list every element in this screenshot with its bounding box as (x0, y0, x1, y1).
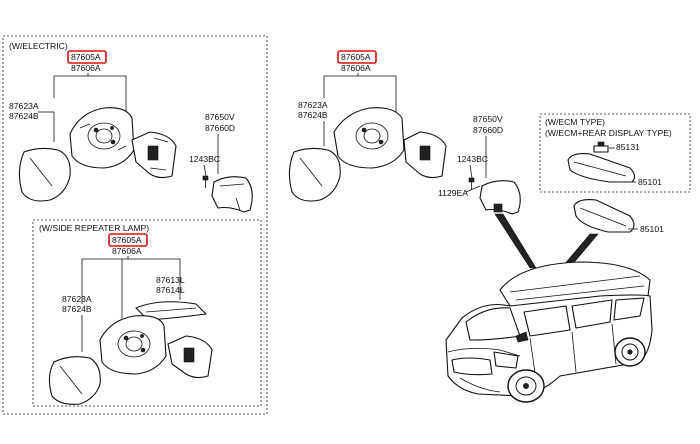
label-85131[interactable]: 85131 (616, 142, 640, 152)
mirror-base-manual[interactable] (403, 131, 447, 179)
vehicle-grille (451, 357, 493, 376)
highlight-87605a-manual (337, 50, 377, 64)
screw-1243bc-electric[interactable] (202, 175, 209, 188)
vehicle-side-mirror (515, 331, 529, 343)
label-1129ea-manual[interactable]: 1129EA (438, 188, 468, 198)
label-87614l-repeater[interactable]: 87614L (156, 285, 185, 295)
label-87613l-repeater[interactable]: 87613L (156, 275, 185, 285)
label-87623a-electric[interactable]: 87623A (9, 101, 39, 111)
label-85101-inside[interactable]: 85101 (640, 224, 664, 234)
glass-shine-repeater (59, 365, 83, 395)
glass-shine-manual (299, 157, 323, 187)
repeater-panel-header: (W/SIDE REPEATER LAMP) (39, 223, 149, 233)
repeater-lamp-detail (145, 307, 197, 313)
ecm-panel-border (539, 113, 691, 193)
vehicle-illustration (445, 261, 653, 403)
label-87606a-electric[interactable]: 87606A (71, 63, 101, 73)
vehicle-bumper (459, 377, 501, 393)
label-87605a-electric[interactable]: 87605A (71, 52, 101, 62)
mirror-housing-manual[interactable] (333, 107, 405, 169)
label-85101-ecm[interactable]: 85101 (638, 177, 662, 187)
vehicle-window-quarter (613, 297, 645, 321)
leader-87605a-electric (53, 75, 127, 118)
inside-mirror-group: 85101 (573, 199, 664, 234)
leader-1243bc-manual (469, 164, 473, 179)
ecm-rear-view-mirror[interactable] (567, 153, 636, 183)
cover-87650v-electric[interactable] (211, 176, 253, 213)
pointer-outside-mirror (494, 213, 537, 269)
leader-87605a-repeater (81, 258, 181, 304)
label-87605a-manual[interactable]: 87605A (341, 52, 371, 62)
leader-87605a-manual (323, 75, 397, 118)
ecm-header-1: (W/ECM TYPE) (545, 117, 605, 127)
mirror-glass-electric[interactable] (18, 147, 71, 202)
label-1243bc-electric[interactable]: 1243BC (189, 154, 220, 164)
repeater-panel-border (32, 219, 262, 407)
repeater-panel: (W/SIDE REPEATER LAMP) 87605A 87606A 876… (32, 219, 262, 407)
vehicle-window-rear (571, 299, 613, 329)
roof-rails (509, 275, 645, 301)
vehicle-hood-line (447, 348, 521, 357)
label-87606a-manual[interactable]: 87606A (341, 63, 371, 73)
glass-shine-electric (29, 157, 53, 187)
label-87606a-repeater[interactable]: 87606A (112, 246, 142, 256)
leader-1129ea-manual (465, 185, 481, 193)
mirror-base-repeater[interactable] (167, 335, 213, 379)
ecm-panel: (W/ECM TYPE) (W/ECM+REAR DISPLAY TYPE) 8… (539, 113, 691, 193)
highlight-87605a-repeater (108, 233, 148, 247)
highlight-87605a-electric (67, 50, 107, 64)
repeater-lamp[interactable] (135, 301, 207, 321)
label-87650v-manual[interactable]: 87650V (473, 114, 503, 124)
mirror-housing-electric[interactable] (69, 107, 135, 169)
vehicle-headlamp (493, 351, 519, 369)
vehicle-rear-wheel (614, 337, 646, 367)
label-87605a-repeater[interactable]: 87605A (112, 235, 142, 245)
vehicle-front-wheel (507, 369, 545, 403)
leader-1243bc-electric (203, 164, 207, 177)
manual-mirror-group: 87605A 87606A 87623A 87624B 87650V 87660… (288, 50, 521, 215)
label-87650v-electric[interactable]: 87650V (205, 112, 235, 122)
electric-panel: (W/ELECTRIC) 87605A 87606A 87623A 87624B (2, 35, 268, 415)
mirror-housing-repeater[interactable] (99, 315, 167, 375)
electric-panel-border (2, 35, 268, 415)
vehicle-window-front (523, 305, 571, 337)
mirror-glass-repeater[interactable] (48, 356, 101, 405)
label-87624b-repeater[interactable]: 87624B (62, 304, 92, 314)
screw-1243bc-manual[interactable] (468, 177, 475, 190)
mirror-glass-manual[interactable] (288, 147, 341, 202)
label-87660d-electric[interactable]: 87660D (205, 123, 235, 133)
label-87623a-manual[interactable]: 87623A (298, 100, 328, 110)
label-1243bc-manual[interactable]: 1243BC (457, 154, 488, 164)
label-87623a-repeater[interactable]: 87623A (62, 294, 92, 304)
ecm-header-2: (W/ECM+REAR DISPLAY TYPE) (545, 128, 672, 138)
mirror-base-electric[interactable] (131, 131, 177, 179)
label-87624b-manual[interactable]: 87624B (298, 110, 328, 120)
label-87624b-electric[interactable]: 87624B (9, 111, 39, 121)
label-87660d-manual[interactable]: 87660D (473, 125, 503, 135)
inside-rear-view-mirror[interactable] (573, 199, 635, 233)
electric-panel-header: (W/ELECTRIC) (9, 41, 68, 51)
clip-manual (493, 203, 503, 213)
ecm-mount-85131[interactable] (593, 141, 609, 153)
